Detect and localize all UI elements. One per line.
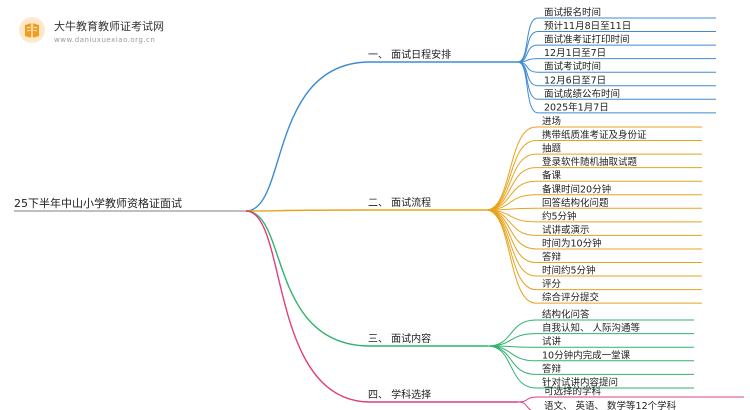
logo-book-icon	[19, 17, 45, 43]
branch-label: 一、 面试日程安排	[368, 48, 451, 61]
leaf-label: 时间约5分钟	[542, 265, 596, 277]
leaf-connector	[487, 333, 537, 347]
logo: 大牛教育教师证考试网 www.daniuxuexiao.org.cn	[14, 10, 214, 50]
leaf-connector	[517, 44, 539, 63]
leaf-label: 自我认知、 人际沟通等	[542, 322, 641, 334]
leaf-label: 预计11月8日至11日	[544, 20, 631, 32]
leaf-connector	[517, 17, 539, 63]
leaf-label: 面试报名时间	[544, 7, 601, 19]
leaf-label: 备课时间20分钟	[542, 183, 611, 195]
leaf-label: 10分钟内完成一堂课	[542, 349, 631, 361]
leaf-label: 答辩	[542, 363, 562, 375]
leaf-label: 面试考试时间	[544, 61, 601, 73]
leaf-label: 回答结构化问题	[542, 197, 609, 209]
leaf-connector	[485, 126, 537, 211]
leaf-label: 抽题	[542, 143, 562, 155]
leaf-connector	[517, 396, 539, 403]
leaf-connector	[517, 61, 539, 114]
leaf-connector	[487, 345, 537, 389]
leaf-label: 面试准考证打印时间	[544, 34, 630, 46]
leaf-label: 进场	[542, 117, 561, 128]
leaf-label: 携带纸质准考证及身份证	[542, 129, 647, 141]
leaf-label: 评分	[542, 279, 562, 290]
leaf-label: 面试成绩公布时间	[544, 88, 620, 100]
leaf-label: 针对试讲内容提问	[542, 377, 618, 389]
leaf-label: 登录软件随机抽取试题	[542, 156, 638, 168]
branch-label: 二、 面试流程	[368, 196, 431, 209]
branch-connector	[245, 210, 371, 347]
leaf-connector	[485, 209, 537, 304]
leaf-label: 备课	[542, 170, 562, 182]
leaf-label: 12月6日至7日	[544, 75, 606, 86]
branch-connector	[245, 210, 371, 403]
leaf-label: 试讲	[542, 336, 562, 348]
leaf-label: 语文、 英语、 数学等12个学科	[544, 400, 677, 410]
leaf-label: 结构化问答	[542, 309, 590, 321]
branch-2: 二、 面试流程 进场携带纸质准考证及身份证抽题登录软件随机抽取试题备课备课时间20…	[245, 117, 702, 304]
leaf-label: 可选择的学科	[544, 386, 602, 398]
branch-connector	[245, 61, 371, 212]
leaf-connector	[517, 401, 533, 410]
leaf-connector	[517, 31, 539, 63]
leaf-label: 综合评分提交	[542, 292, 600, 304]
leaf-connector	[485, 209, 537, 263]
leaf-label: 时间为10分钟	[542, 237, 602, 249]
leaf-connector	[485, 140, 537, 211]
leaf-connector	[485, 153, 537, 211]
root-label: 25下半年中山小学教师资格证面试	[14, 196, 182, 210]
leaf-label: 2025年1月7日	[544, 101, 609, 113]
leaf-connector	[487, 319, 537, 347]
logo-url: www.daniuxuexiao.org.cn	[54, 36, 156, 44]
leaf-label: 约5分钟	[542, 210, 577, 222]
leaf-label: 试讲或演示	[542, 224, 590, 236]
leaf-connector	[487, 345, 537, 362]
branch-label: 四、 学科选择	[368, 388, 431, 401]
leaf-connector	[485, 209, 537, 277]
leaf-label: 12月1日至7日	[544, 48, 606, 59]
branch-label: 三、 面试内容	[368, 332, 431, 345]
logo-name: 大牛教育教师证考试网	[54, 20, 164, 33]
leaf-label: 答辩	[542, 251, 562, 263]
branch-connector	[245, 209, 371, 212]
